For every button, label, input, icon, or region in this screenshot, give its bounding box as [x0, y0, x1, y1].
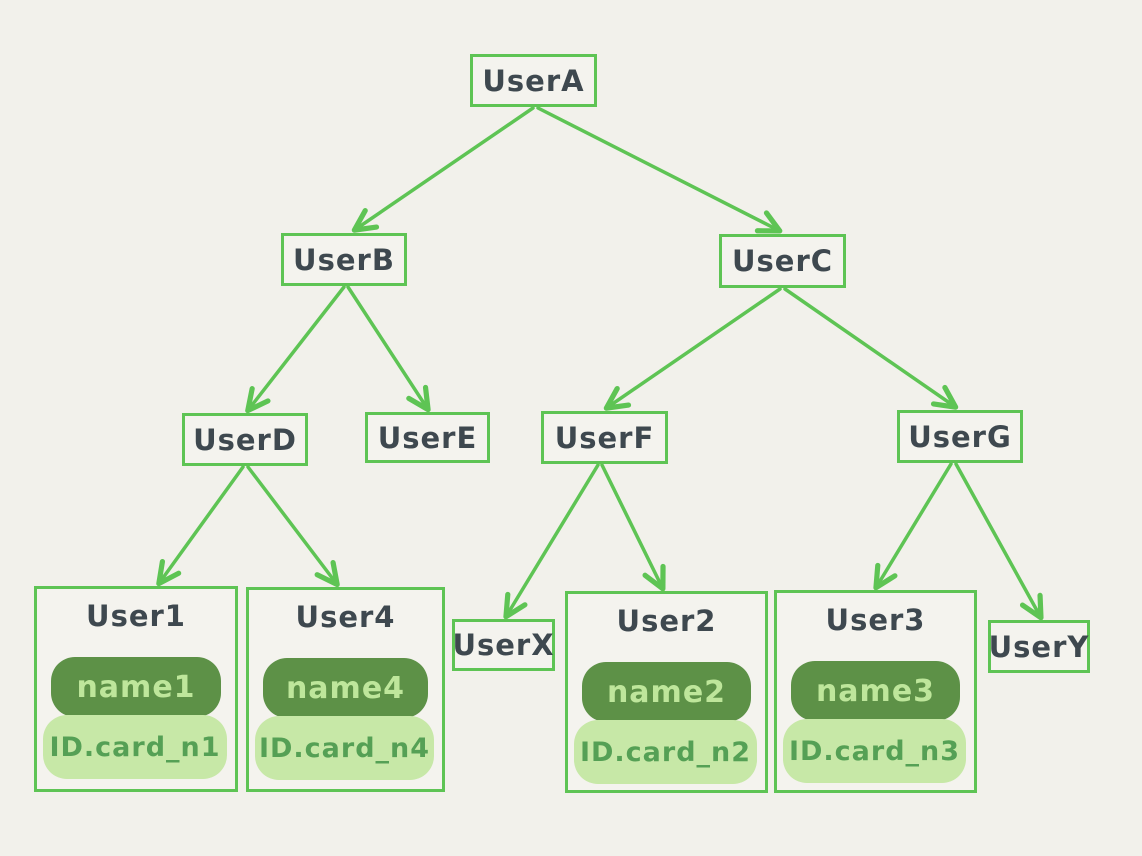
card-user4-id: ID.card_n4: [258, 732, 431, 764]
node-usery: UserY: [988, 620, 1090, 673]
node-usera-label: UserA: [482, 63, 585, 98]
node-usera: UserA: [470, 54, 597, 107]
card-user2-title: User2: [616, 604, 717, 638]
card-user1: User1 name1 ID.card_n1: [34, 586, 238, 792]
card-user4-id-pill: ID.card_n4: [255, 716, 434, 780]
card-user1-id-pill: ID.card_n1: [43, 715, 227, 779]
edge-usera-userb: [351, 106, 535, 233]
edge-usera-userc: [536, 106, 783, 234]
node-userf: UserF: [541, 411, 668, 464]
node-userb-label: UserB: [293, 242, 395, 277]
node-userc: UserC: [719, 234, 846, 288]
edge-userg-user3: [873, 462, 953, 591]
edge-userf-user2: [600, 463, 666, 592]
node-usery-label: UserY: [988, 629, 1090, 664]
card-user1-name: name1: [76, 669, 196, 705]
card-user3-name: name3: [815, 673, 936, 709]
edge-userc-userg: [783, 287, 959, 410]
card-user2-name-pill: name2: [582, 662, 751, 722]
node-userb: UserB: [281, 233, 407, 286]
card-user4-name-pill: name4: [263, 658, 428, 718]
card-user4: User4 name4 ID.card_n4: [246, 587, 445, 792]
card-user3-title: User3: [825, 603, 926, 637]
card-user2-id: ID.card_n2: [579, 736, 752, 768]
card-user3-id-pill: ID.card_n3: [783, 719, 966, 783]
edge-userc-userf: [603, 287, 782, 411]
card-user1-name-pill: name1: [51, 657, 221, 717]
card-user2: User2 name2 ID.card_n2: [565, 591, 768, 793]
card-user3-id: ID.card_n3: [788, 735, 961, 767]
node-userd-label: UserD: [193, 422, 297, 457]
edge-userd-user1: [156, 465, 245, 587]
card-user2-id-pill: ID.card_n2: [574, 720, 757, 784]
edge-userb-userd: [245, 285, 346, 414]
card-user1-id: ID.card_n1: [49, 731, 221, 763]
card-user1-title: User1: [86, 599, 186, 633]
card-user4-name: name4: [285, 670, 406, 706]
edge-userf-userx: [503, 463, 600, 620]
card-user2-name: name2: [606, 674, 727, 710]
edge-userb-usere: [346, 285, 431, 413]
node-userc-label: UserC: [731, 244, 834, 278]
node-usere: UserE: [365, 412, 490, 463]
card-user4-title: User4: [295, 600, 396, 634]
node-userx: UserX: [452, 619, 555, 671]
node-userx-label: UserX: [452, 628, 555, 662]
node-userf-label: UserF: [554, 420, 655, 455]
node-userd: UserD: [182, 413, 308, 466]
card-user3-name-pill: name3: [791, 661, 960, 721]
node-userg: UserG: [897, 410, 1023, 463]
node-usere-label: UserE: [377, 420, 478, 455]
edge-userd-user4: [246, 465, 340, 588]
node-userg-label: UserG: [908, 419, 1012, 454]
edge-userg-usery: [954, 462, 1044, 621]
card-user3: User3 name3 ID.card_n3: [774, 590, 977, 793]
